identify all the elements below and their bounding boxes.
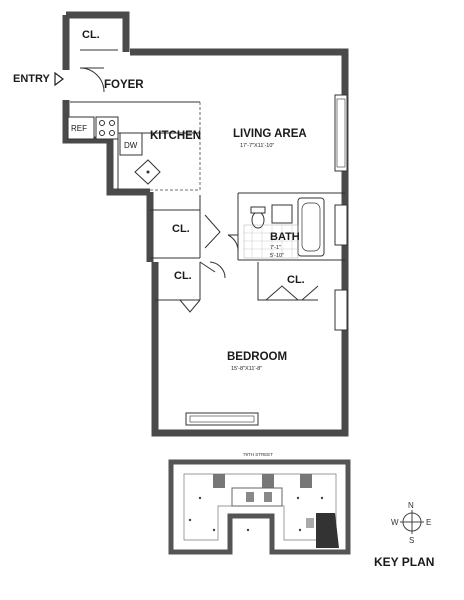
bath-sink <box>271 204 293 224</box>
bedroom-label: BEDROOM <box>227 351 287 363</box>
living-area-label: LIVING AREA <box>233 128 307 140</box>
compass-west: W <box>391 518 399 527</box>
compass-east: E <box>426 518 431 527</box>
closet-hall-label: CL. <box>172 223 190 235</box>
kitchen-fixtures <box>67 116 161 185</box>
closet-bedroom-label: CL. <box>287 274 305 286</box>
dishwasher-box <box>119 132 143 156</box>
bedroom-dimensions: 15'-8"X11'-8" <box>231 366 262 372</box>
living-area-dimensions: 17'-7"X11'-10" <box>240 143 274 149</box>
apartment-walls <box>62 11 349 437</box>
bath-fixtures <box>243 197 325 259</box>
street-label: 79TH STREET <box>243 452 273 457</box>
door-swings <box>79 67 319 313</box>
bath-label: BATH <box>270 231 300 243</box>
foyer-label: FOYER <box>104 79 144 91</box>
entry-arrow-icon <box>54 71 64 87</box>
unit-highlight <box>316 513 339 548</box>
key-plan: 79TH STREET <box>168 452 351 555</box>
bath-dimension-1: 7'-1" <box>270 245 281 251</box>
stove-box <box>95 116 119 140</box>
compass-north: N <box>408 501 414 510</box>
compass-rose-icon <box>400 510 424 534</box>
entry-label: ENTRY <box>13 73 51 85</box>
building-outline <box>168 459 351 555</box>
refrigerator-box <box>67 116 95 140</box>
ref-label: REF <box>71 124 87 133</box>
compass-south: S <box>409 536 414 545</box>
closet-foyer-label: CL. <box>82 29 100 41</box>
kitchen-label: KITCHEN <box>150 130 201 142</box>
key-plan-title: KEY PLAN <box>374 555 434 569</box>
dw-label: DW <box>124 141 138 150</box>
closet-small-label: CL. <box>174 270 192 282</box>
bath-dimension-2: 5'-10" <box>270 253 284 259</box>
